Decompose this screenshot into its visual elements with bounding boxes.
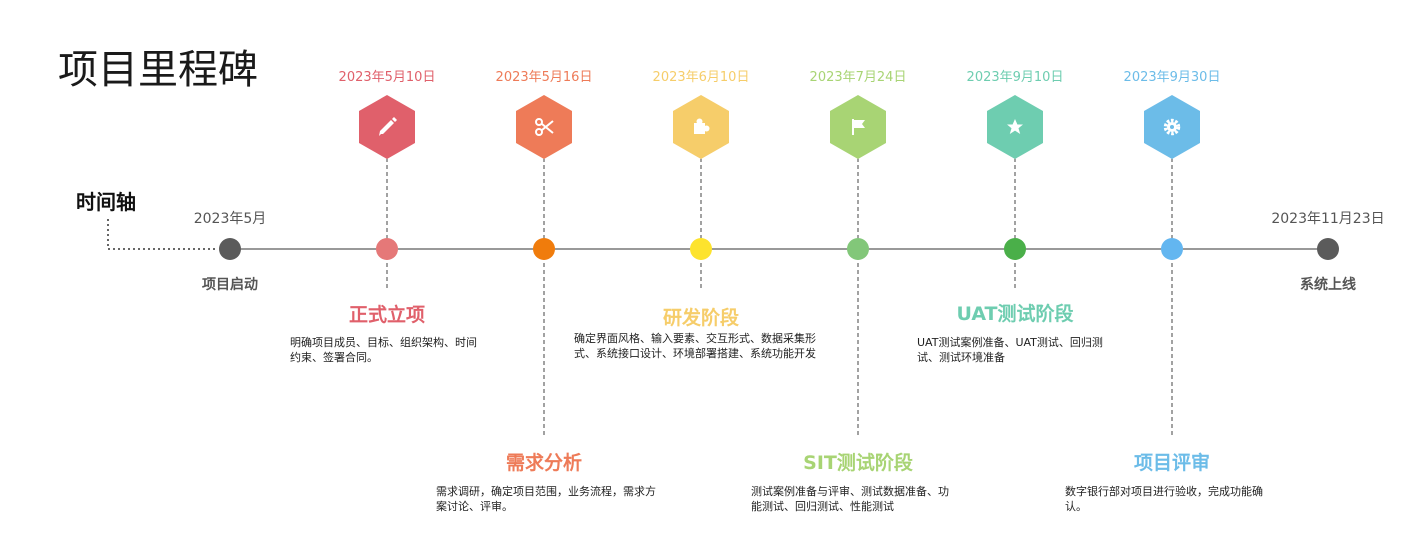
phase-desc-4: UAT测试案例准备、UAT测试、回归测试、测试环境准备 xyxy=(917,336,1103,364)
milestone-dot-5 xyxy=(1161,238,1183,260)
milestone-date-4: 2023年9月10日 xyxy=(966,70,1064,85)
phase-desc-2: 确定界面风格、输入要素、交互形式、数据采集形式、系统接口设计、环境部署搭建、系统… xyxy=(574,332,816,360)
pencil-icon xyxy=(379,117,397,136)
phase-desc-1: 需求调研，确定项目范围，业务流程，需求方案讨论、评审。 xyxy=(436,485,656,513)
milestone-hex-3 xyxy=(830,95,886,159)
phase-title-5: 项目评审 xyxy=(1133,452,1211,474)
milestone-hex-2 xyxy=(673,95,729,159)
phase-title-1: 需求分析 xyxy=(505,452,583,474)
milestone-date-5: 2023年9月30日 xyxy=(1123,70,1221,85)
milestone-hex-1 xyxy=(516,95,572,159)
phase-desc-5: 数字银行部对项目进行验收，完成功能确认。 xyxy=(1065,485,1263,513)
gear-icon xyxy=(1163,118,1181,136)
milestone-dot-0 xyxy=(376,238,398,260)
phase-title-4: UAT测试阶段 xyxy=(956,303,1074,325)
milestone-date-3: 2023年7月24日 xyxy=(809,70,907,85)
start-label: 项目启动 xyxy=(202,277,258,293)
scissors-icon xyxy=(535,118,554,136)
milestone-date-0: 2023年5月10日 xyxy=(338,70,436,85)
start-dot xyxy=(219,238,241,260)
end-label: 系统上线 xyxy=(1300,277,1356,293)
axis-label: 时间轴 xyxy=(76,190,136,214)
milestone-hex-4 xyxy=(987,95,1043,159)
milestone-date-2: 2023年6月10日 xyxy=(652,70,750,85)
milestone-dot-2 xyxy=(690,238,712,260)
milestone-dot-1 xyxy=(533,238,555,260)
phase-desc-0: 明确项目成员、目标、组织架构、时间约束、签署合同。 xyxy=(290,336,477,364)
phase-title-3: SIT测试阶段 xyxy=(803,452,913,474)
phase-title-0: 正式立项 xyxy=(348,304,426,326)
end-dot xyxy=(1317,238,1339,260)
phase-title-2: 研发阶段 xyxy=(662,307,740,329)
phase-desc-3: 测试案例准备与评审、测试数据准备、功能测试、回归测试、性能测试 xyxy=(751,485,949,513)
start-date: 2023年5月 xyxy=(193,211,267,227)
puzzle-icon xyxy=(694,118,710,134)
star-icon xyxy=(1007,119,1023,134)
milestone-date-1: 2023年5月16日 xyxy=(495,70,593,85)
page-title: 项目里程碑 xyxy=(58,47,258,93)
milestone-dot-4 xyxy=(1004,238,1026,260)
end-date: 2023年11月23日 xyxy=(1271,211,1385,227)
milestone-dot-3 xyxy=(847,238,869,260)
flag-icon xyxy=(852,119,865,135)
milestone-hex-0 xyxy=(359,95,415,159)
milestone-hex-5 xyxy=(1144,95,1200,159)
